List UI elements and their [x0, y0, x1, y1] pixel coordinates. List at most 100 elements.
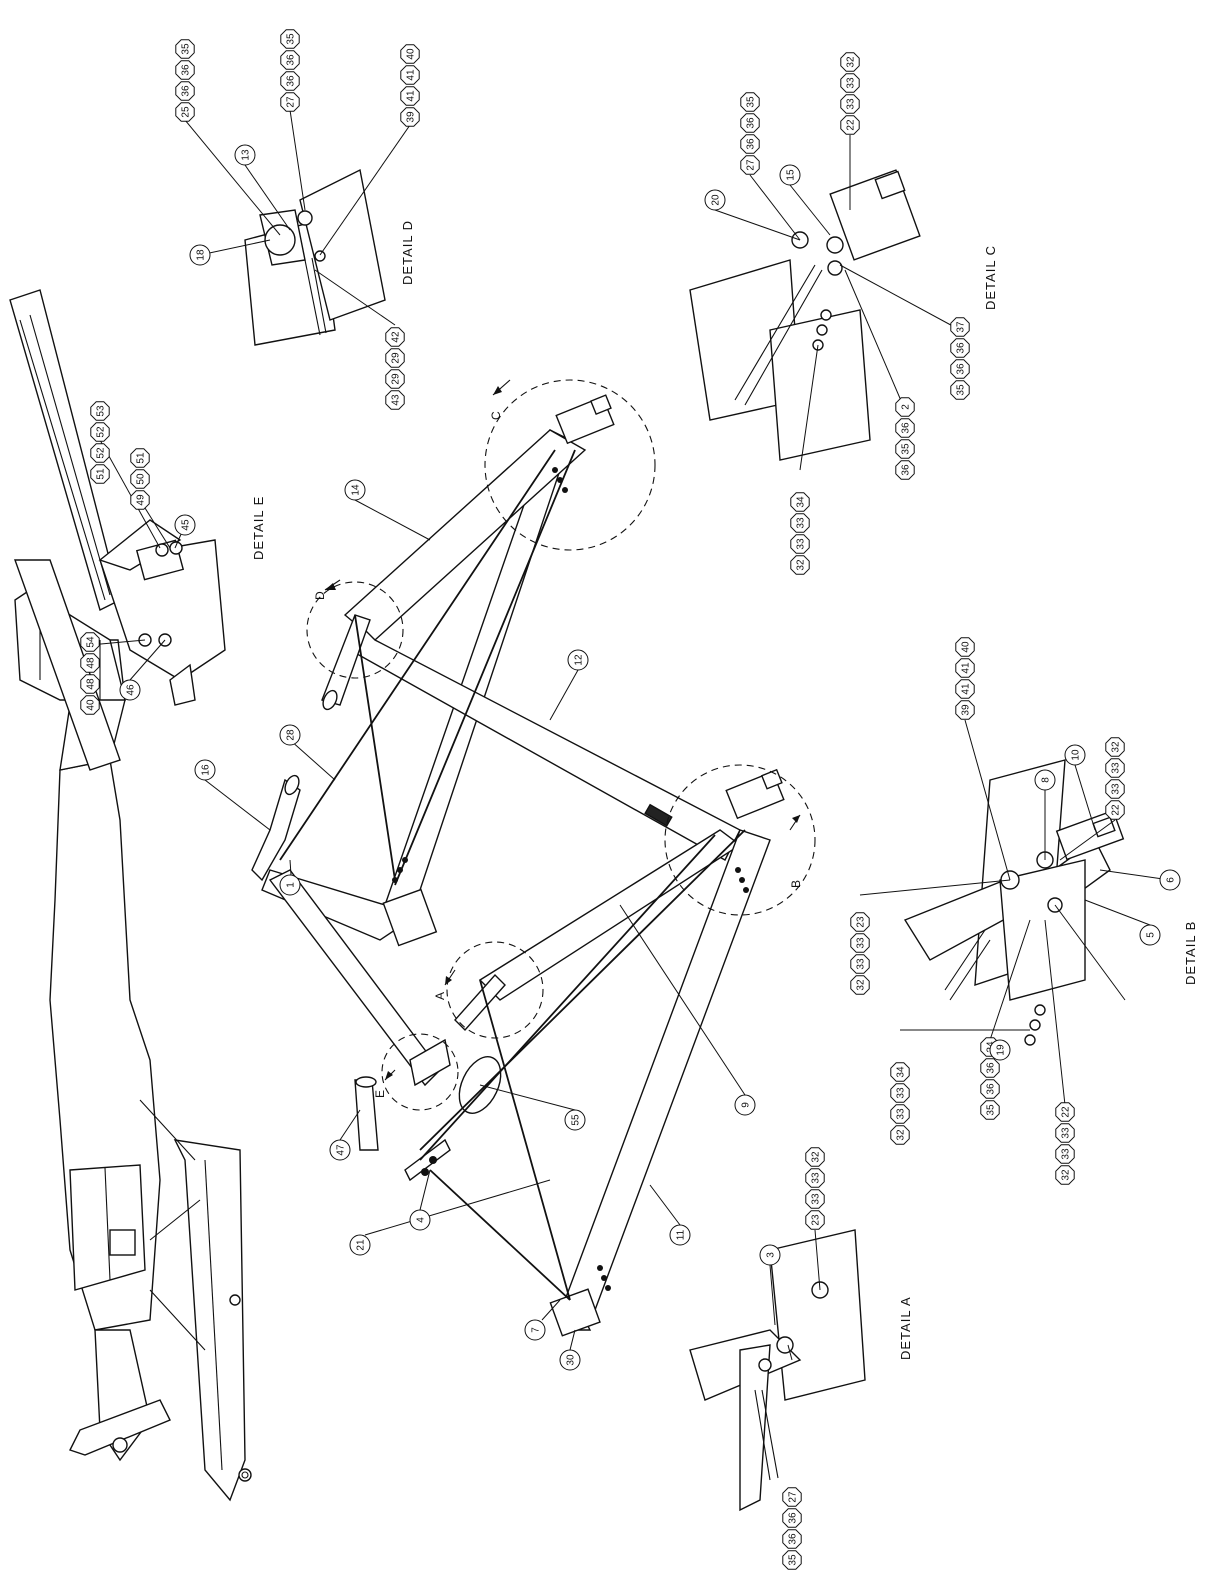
svg-text:40: 40 — [86, 699, 97, 711]
callout-detail_c-singles-1: 15 — [779, 164, 801, 186]
svg-text:32: 32 — [811, 1151, 822, 1163]
callout-detail_e-group3-0: 40 — [80, 695, 100, 715]
callout-47: 47 — [329, 1139, 351, 1161]
callout-detail_c-group3-1: 33 — [790, 534, 810, 554]
detail-circle-c — [484, 379, 656, 551]
callout-detail_d-group4-0: 43 — [385, 390, 405, 410]
callout-detail_e-group2-0: 49 — [130, 490, 150, 510]
callout-detail_b-singles-0: 8 — [1034, 769, 1056, 791]
callout-detail_b-group1-1: 33 — [850, 954, 870, 974]
svg-text:32: 32 — [856, 979, 867, 991]
callout-detail_d-group1-3: 35 — [175, 39, 195, 59]
svg-text:51: 51 — [136, 452, 147, 464]
svg-text:5: 5 — [1146, 932, 1157, 938]
svg-text:35: 35 — [901, 443, 912, 455]
svg-text:10: 10 — [1071, 749, 1082, 761]
svg-text:51: 51 — [96, 468, 107, 480]
svg-text:54: 54 — [86, 636, 97, 648]
callout-detail_c-group1-1: 36 — [740, 134, 760, 154]
svg-text:34: 34 — [896, 1066, 907, 1078]
callout-detail_e-singles-0: 45 — [174, 514, 196, 536]
svg-text:33: 33 — [1061, 1148, 1072, 1160]
detail-circle-b — [664, 764, 816, 916]
leader-lines — [89, 109, 1171, 1361]
callout-detail_c-group4-0: 36 — [895, 460, 915, 480]
callout-detail_e-group2-2: 51 — [130, 448, 150, 468]
svg-text:33: 33 — [796, 538, 807, 550]
callout-detail_c-group4-2: 36 — [895, 418, 915, 438]
svg-text:55: 55 — [571, 1114, 582, 1126]
callout-detail_a-group1-0: 35 — [782, 1550, 802, 1570]
svg-text:16: 16 — [201, 764, 212, 776]
callout-detail_e-group2-1: 50 — [130, 469, 150, 489]
callout-detail_d-group2-3: 35 — [280, 29, 300, 49]
svg-text:46: 46 — [126, 684, 137, 696]
main-assembly-view: C B D A E — [251, 379, 816, 1337]
callout-detail_b-group6-0: 35 — [980, 1100, 1000, 1120]
svg-text:41: 41 — [961, 683, 972, 695]
callout-detail_b-group2-0: 39 — [955, 700, 975, 720]
callout-detail_e-group1-3: 53 — [90, 401, 110, 421]
svg-text:35: 35 — [986, 1104, 997, 1116]
view-letter-d: D — [313, 591, 327, 600]
callout-detail_b-group2-2: 41 — [955, 658, 975, 678]
callout-detail_c-group5-3: 37 — [950, 317, 970, 337]
callout-detail_d-singles-0: 13 — [234, 144, 256, 166]
svg-text:33: 33 — [811, 1172, 822, 1184]
svg-text:36: 36 — [286, 54, 297, 66]
callout-12: 12 — [567, 649, 589, 671]
svg-text:35: 35 — [746, 96, 757, 108]
svg-text:11: 11 — [676, 1229, 687, 1240]
callout-detail_b-group1-3: 23 — [850, 912, 870, 932]
svg-text:9: 9 — [741, 1102, 752, 1108]
svg-text:41: 41 — [406, 90, 417, 102]
svg-text:22: 22 — [846, 119, 857, 131]
callout-28: 28 — [279, 724, 301, 746]
svg-text:36: 36 — [956, 363, 967, 375]
callout-detail_b-group1-2: 33 — [850, 933, 870, 953]
detail-circle-d — [306, 581, 404, 679]
callout-detail_b-group3-1: 33 — [1105, 779, 1125, 799]
detail-c-title: DETAIL C — [983, 245, 998, 310]
svg-text:41: 41 — [961, 662, 972, 674]
callout-detail_c-group3-2: 33 — [790, 513, 810, 533]
callout-detail_a-group1-1: 36 — [782, 1529, 802, 1549]
callout-detail_d-group3-1: 41 — [400, 86, 420, 106]
svg-text:22: 22 — [1111, 804, 1122, 816]
detail-b-title: DETAIL B — [1183, 921, 1198, 985]
callout-detail_d-singles-1: 18 — [189, 244, 211, 266]
callout-detail_e-group3-2: 48 — [80, 653, 100, 673]
svg-text:33: 33 — [1111, 762, 1122, 774]
svg-text:19: 19 — [996, 1044, 1007, 1056]
svg-text:36: 36 — [746, 138, 757, 150]
callout-detail_c-group1-0: 27 — [740, 155, 760, 175]
callout-detail_e-singles-1: 46 — [119, 679, 141, 701]
svg-text:33: 33 — [846, 77, 857, 89]
callout-detail_b-group3-0: 22 — [1105, 800, 1125, 820]
callout-detail_b-group6-1: 36 — [980, 1079, 1000, 1099]
callout-detail_c-group5-2: 36 — [950, 338, 970, 358]
callout-detail_d-group3-0: 39 — [400, 107, 420, 127]
svg-text:36: 36 — [901, 422, 912, 434]
callout-detail_a-group2-2: 33 — [805, 1168, 825, 1188]
svg-text:36: 36 — [788, 1512, 799, 1524]
detail-d-view — [244, 168, 386, 346]
callout-detail_c-group2-3: 32 — [840, 52, 860, 72]
callout-detail_d-group4-1: 29 — [385, 369, 405, 389]
svg-text:27: 27 — [788, 1491, 799, 1503]
callout-detail_a-group2-3: 32 — [805, 1147, 825, 1167]
svg-text:27: 27 — [286, 96, 297, 108]
svg-text:33: 33 — [896, 1087, 907, 1099]
callout-detail_c-singles-0: 20 — [704, 189, 726, 211]
svg-text:33: 33 — [896, 1108, 907, 1120]
callout-detail_b-singles-4: 19 — [989, 1039, 1011, 1061]
callout-detail_a-group1-3: 27 — [782, 1487, 802, 1507]
callout-detail_b-group6-2: 36 — [980, 1058, 1000, 1078]
callout-11: 11 — [669, 1224, 691, 1246]
svg-text:41: 41 — [406, 69, 417, 81]
callout-detail_d-group2-1: 36 — [280, 71, 300, 91]
callout-detail_b-singles-2: 6 — [1159, 869, 1181, 891]
svg-text:35: 35 — [788, 1554, 799, 1566]
svg-text:33: 33 — [856, 937, 867, 949]
